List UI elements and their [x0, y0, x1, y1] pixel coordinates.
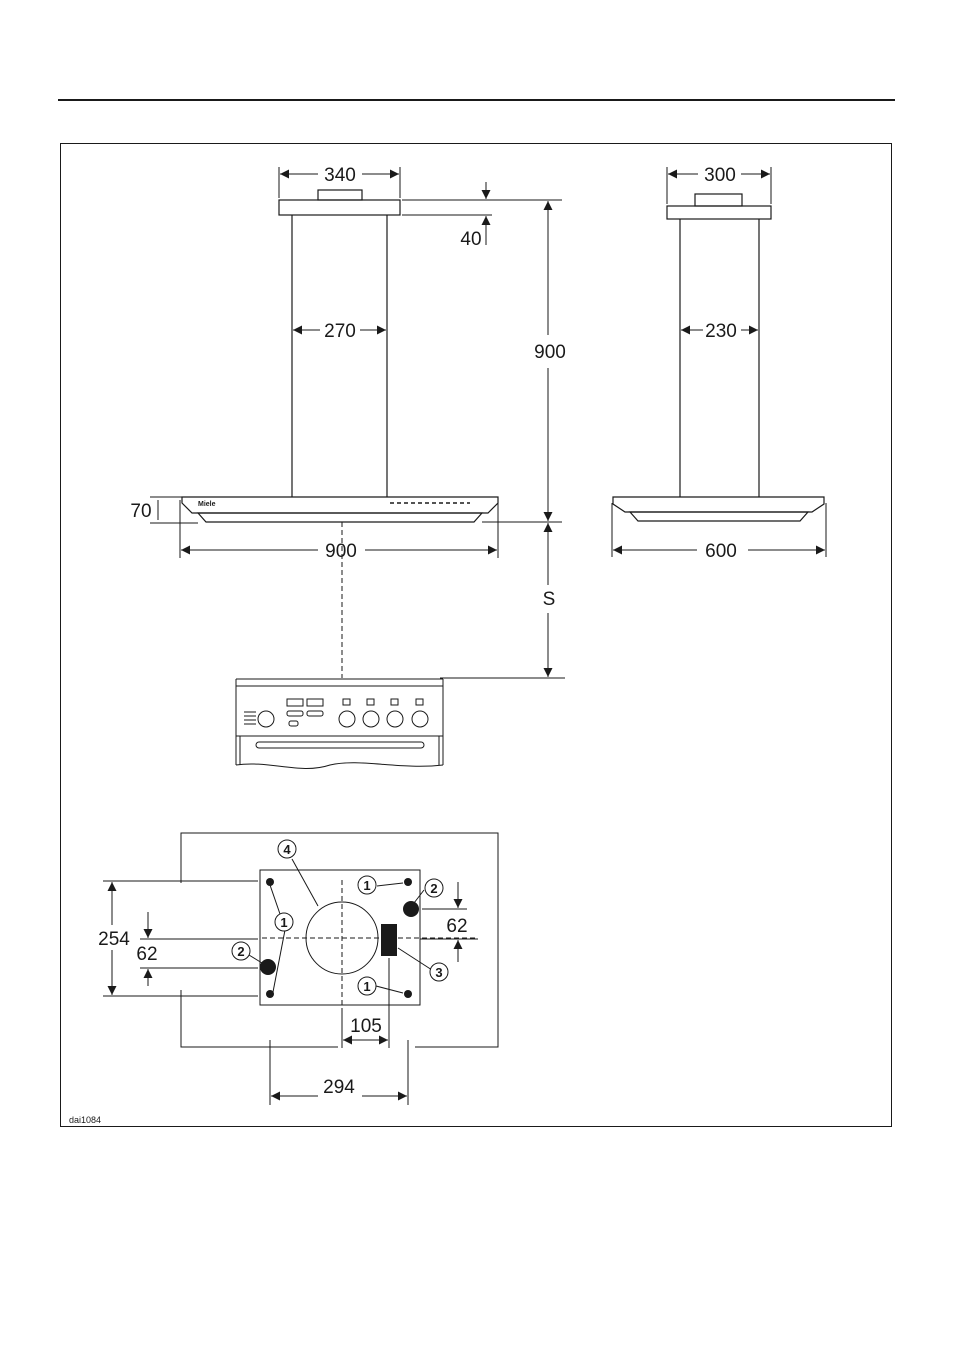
- cooker: [236, 679, 443, 769]
- side-hood-body: [613, 497, 824, 512]
- side-canopy-top: [667, 206, 771, 219]
- dim-duct-offset: 105: [350, 1016, 382, 1037]
- callout-2: 2: [237, 944, 244, 959]
- fixing-hole: [404, 990, 412, 998]
- front-duct-collar: [318, 190, 362, 200]
- callout-2: 2: [430, 881, 437, 896]
- dim-hood-height: 70: [130, 501, 151, 522]
- cable-hole: [403, 901, 419, 917]
- dim-mount-height: 254: [98, 929, 130, 950]
- side-dimensions: [612, 167, 826, 557]
- fixing-hole: [266, 878, 274, 886]
- dim-canopy-top-height: 40: [460, 229, 481, 250]
- drawing-reference: dai1084: [69, 1115, 101, 1125]
- front-hood-filter: [198, 513, 482, 522]
- dim-mount-width: 294: [323, 1077, 355, 1098]
- dim-hood-width-front: 900: [325, 541, 357, 562]
- cable-hole: [260, 959, 276, 975]
- ceiling-outline: [181, 833, 498, 1047]
- dim-mount-offset-left: 62: [136, 944, 157, 965]
- brand-mark: Miele: [198, 501, 216, 508]
- front-canopy-top: [279, 200, 400, 215]
- dim-chimney-width-front: 270: [324, 321, 356, 342]
- front-hood-body: [182, 497, 498, 513]
- dim-clearance: S: [543, 589, 556, 610]
- callout-4: 4: [283, 842, 291, 857]
- callout-1: 1: [280, 915, 287, 930]
- dim-hood-depth-side: 600: [705, 541, 737, 562]
- callout-3: 3: [435, 965, 442, 980]
- dim-canopy-top-width-side: 300: [704, 165, 736, 186]
- dim-chimney-height: 900: [534, 342, 566, 363]
- callout-1: 1: [363, 878, 370, 893]
- fixing-hole: [266, 990, 274, 998]
- side-view: [613, 194, 824, 521]
- dim-canopy-top-width: 340: [324, 165, 356, 186]
- dim-mount-offset-right: 62: [446, 916, 467, 937]
- front-view: [182, 190, 498, 522]
- front-dimensions: [150, 167, 565, 678]
- dim-chimney-width-side: 230: [705, 321, 737, 342]
- callout-1: 1: [363, 979, 370, 994]
- junction-box: [381, 924, 397, 956]
- fixing-hole: [404, 878, 412, 886]
